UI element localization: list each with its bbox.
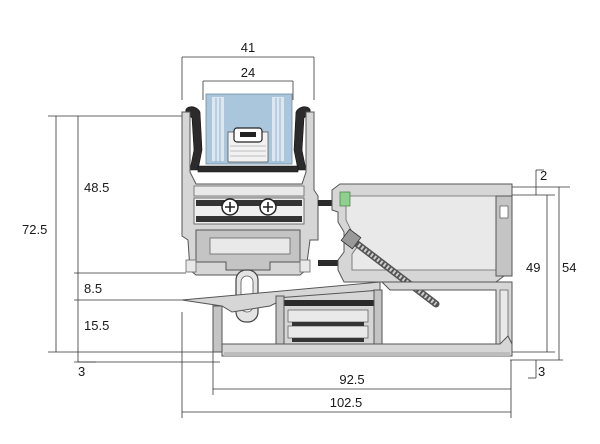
sill-track-profile: [181, 281, 513, 357]
glazing-gaskets: [185, 106, 311, 173]
dimension-labels: 41 24 48.5 72.5 8.5 15.5 3 2 49 54 3 92.…: [22, 40, 576, 410]
dim-sill-gap: 8.5: [84, 281, 102, 296]
dim-bottom-offset-left: 3: [78, 364, 85, 379]
dim-sash-height: 48.5: [84, 180, 109, 195]
fixing-screw: [340, 228, 440, 308]
dim-right-frame-total: 54: [562, 260, 576, 275]
dimension-lines: [48, 56, 570, 418]
dim-frame-width-inner: 92.5: [339, 372, 364, 387]
dim-total-left-height: 72.5: [22, 222, 47, 237]
dim-right-frame-inner: 49: [526, 260, 540, 275]
outer-frame-profile: [331, 183, 513, 357]
dim-top-outer-width: 41: [241, 40, 255, 55]
dim-right-top-offset: 2: [540, 168, 547, 183]
dim-lower-profile-height: 15.5: [84, 318, 109, 333]
glazing-unit: [205, 93, 293, 165]
dim-right-bottom-offset: 3: [538, 364, 545, 379]
dim-frame-width-total: 102.5: [330, 395, 363, 410]
sash-profile: [181, 111, 338, 323]
dim-top-glass-width: 24: [241, 65, 255, 80]
